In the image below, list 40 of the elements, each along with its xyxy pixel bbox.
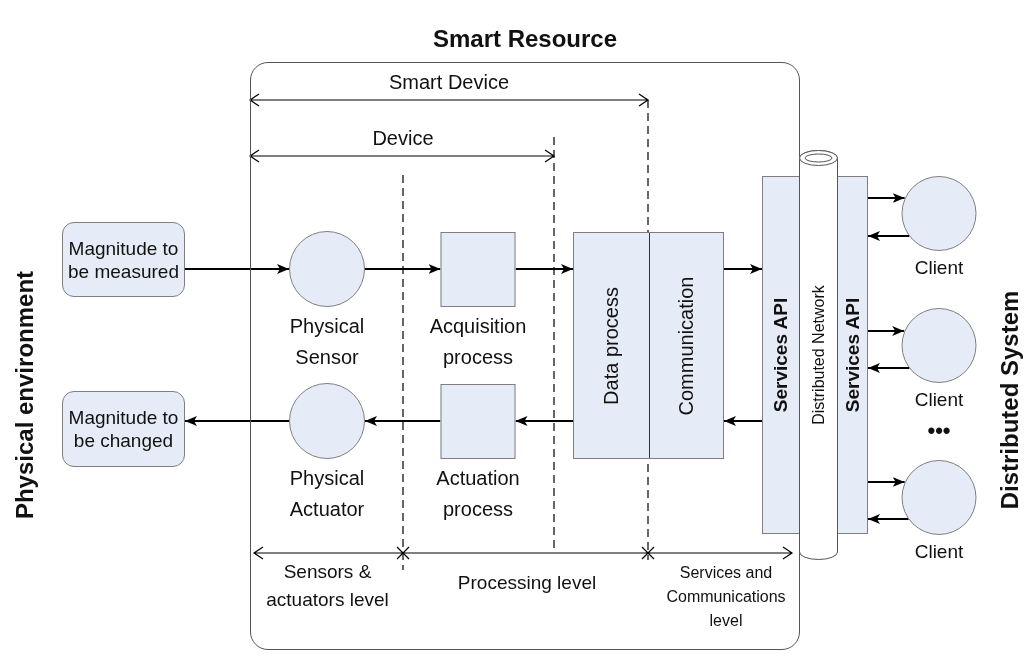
dimension-label: Smart Device — [388, 70, 510, 94]
node-label: Client — [913, 255, 965, 280]
arrow — [364, 416, 442, 426]
vertical-label: Communication — [673, 276, 698, 415]
process-box — [573, 232, 724, 459]
arrow — [723, 264, 763, 274]
level-label: Processing level — [456, 571, 598, 595]
rounded-box: Magnitude to be measured — [62, 222, 185, 297]
arrow — [514, 264, 574, 274]
node-label: Client — [913, 387, 965, 412]
arrow — [184, 264, 290, 274]
arrow — [867, 326, 906, 336]
vertical-label: Distributed Network — [808, 285, 828, 425]
vertical-label: Services API — [769, 297, 792, 413]
arrow — [364, 264, 442, 274]
arrow — [184, 416, 290, 426]
arrow — [514, 416, 574, 426]
side-label: Physical environment — [10, 269, 39, 522]
api-bar — [837, 176, 868, 534]
node-label: Client — [913, 539, 965, 564]
node-label: Acquisition process — [428, 313, 528, 370]
side-label: Distributed System — [995, 289, 1024, 512]
arrow — [867, 231, 911, 241]
frame-title: Smart Resource — [431, 24, 619, 54]
vertical-label: Services API — [841, 297, 864, 413]
node-label: Actuation process — [435, 465, 521, 522]
arrow — [867, 363, 911, 373]
node-label: Physical Sensor — [288, 314, 366, 370]
vertical-label: Data process — [599, 286, 624, 405]
level-label: Services and Communications level — [665, 563, 787, 631]
dimension-label: Device — [371, 126, 435, 150]
level-label: Sensors & actuators level — [265, 560, 390, 612]
rounded-box: Magnitude to be changed — [62, 391, 185, 467]
arrow — [867, 477, 906, 487]
arrow — [867, 193, 906, 203]
node-label: Physical Actuator — [288, 466, 366, 522]
ellipsis: ••• — [926, 418, 952, 444]
api-bar — [762, 176, 800, 534]
arrow — [867, 514, 910, 524]
arrow — [723, 416, 763, 426]
